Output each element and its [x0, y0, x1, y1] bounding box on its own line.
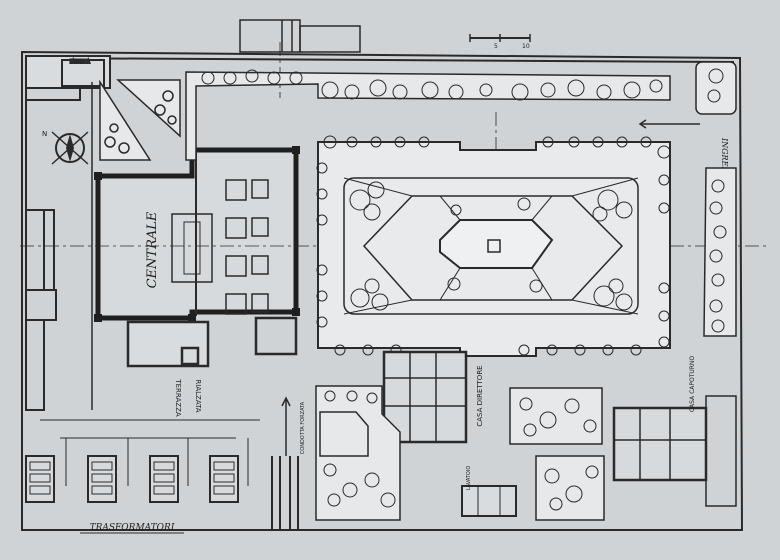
ingresso-label: INGRESSO	[720, 137, 729, 184]
triangle-planter-right	[116, 79, 181, 138]
central-garden	[316, 135, 671, 357]
casa-capoturno	[612, 395, 737, 507]
site-boundary	[21, 50, 744, 531]
left-wing	[25, 82, 93, 411]
casa-direttore-label: CASA DIRETTORE	[476, 365, 484, 426]
mid-lower-garden	[509, 387, 605, 521]
top-hedge	[185, 69, 671, 161]
scale-label-5: 5	[494, 43, 498, 50]
rialzata-label: RIALZATA	[194, 379, 202, 412]
ingresso-gate: INGRESSO	[638, 61, 737, 184]
compass-icon: N	[42, 130, 89, 165]
centrale-building: CENTRALE	[94, 146, 300, 322]
scale-label-10: 10	[522, 43, 530, 50]
transformer-row	[25, 419, 260, 503]
scale-bar: 5 10	[469, 34, 531, 50]
top-left-building: FABBRICA	[25, 55, 111, 101]
terrazza-label: TERRAZZA	[174, 378, 182, 417]
svg-text:N: N	[42, 130, 47, 138]
trasformatori-label: TRASFORMATORI	[90, 523, 175, 533]
lower-left-garden	[315, 385, 401, 521]
top-annex	[239, 19, 361, 53]
condotta-forzata	[271, 396, 299, 530]
casa-direttore	[382, 350, 468, 444]
fabbrica-label: FABBRICA	[70, 59, 90, 64]
lavatoio-building	[461, 485, 517, 517]
condotta-forzata-label: CONDOTTA FORZATA	[300, 401, 306, 454]
centrale-label: CENTRALE	[145, 211, 160, 288]
terrazza-structure	[126, 316, 298, 368]
right-hedge	[703, 167, 737, 337]
lavatoio-label: LAVATOIO	[466, 466, 472, 491]
casa-capoturno-label: CASA CAPOTURNO	[689, 356, 696, 413]
triangle-planter-left	[99, 79, 152, 161]
